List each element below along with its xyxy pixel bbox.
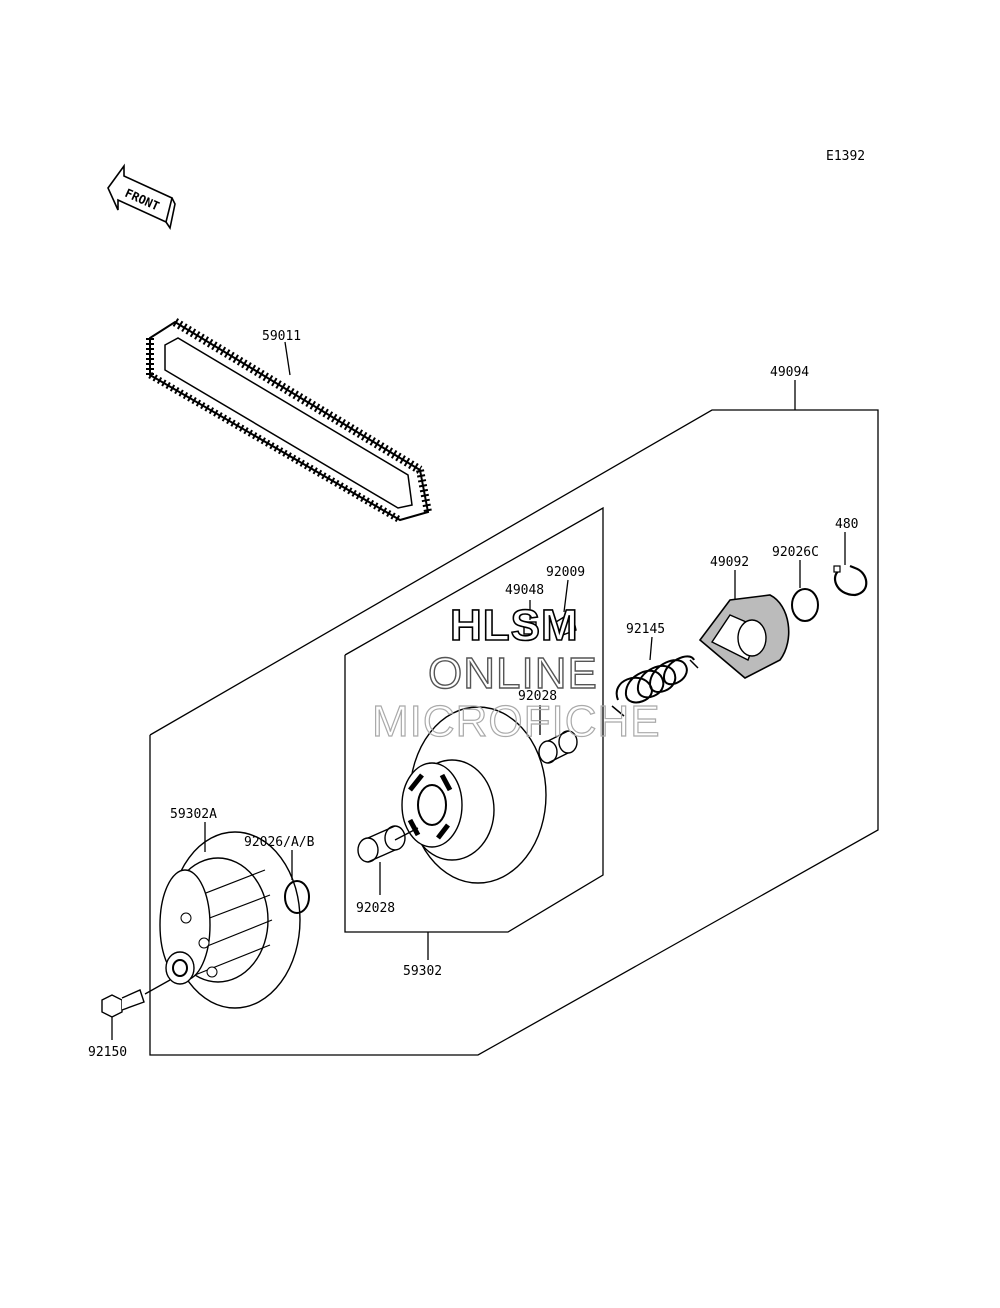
leader-92145 <box>649 636 653 661</box>
assembly-axis <box>394 827 419 841</box>
front-arrow-icon: FRONT <box>107 163 176 231</box>
flange-bolt <box>101 989 145 1018</box>
part-label-49094: 49094 <box>770 365 809 380</box>
bushing-upper <box>538 730 578 764</box>
fixed-sheave <box>159 831 301 1009</box>
o-ring-upper <box>791 588 819 622</box>
part-label-92026c: 92026C <box>772 545 819 560</box>
spring <box>611 655 699 717</box>
part-label-92028-upper: 92028 <box>518 689 557 704</box>
circlip <box>833 564 868 597</box>
part-label-92009: 92009 <box>546 565 585 580</box>
movable-sheave <box>401 706 547 884</box>
watermark-line-3: MICROFICHE <box>372 697 661 746</box>
part-label-59302: 59302 <box>403 964 442 979</box>
part-label-92026ab: 92026/A/B <box>244 835 315 850</box>
assembly-frame-59302 <box>344 506 604 933</box>
assembly-frame-49094 <box>149 409 879 1056</box>
slider-shoe <box>523 610 577 637</box>
part-label-480: 480 <box>835 517 858 532</box>
part-label-59302a: 59302A <box>170 807 217 822</box>
watermark-line-1: HLSM <box>450 601 579 650</box>
bushing-lower <box>357 825 406 863</box>
torque-cam <box>698 594 790 679</box>
part-label-49092: 49092 <box>710 555 749 570</box>
part-label-92145: 92145 <box>626 622 665 637</box>
drive-belt <box>146 318 432 524</box>
o-ring-lower <box>284 880 310 914</box>
leader-bolt-axis <box>144 979 171 995</box>
leader-92009 <box>563 579 569 613</box>
diagram-code: E1392 <box>826 149 865 164</box>
leader-59011 <box>284 341 291 376</box>
part-label-49048: 49048 <box>505 583 544 598</box>
watermark-line-2: ONLINE <box>428 649 598 698</box>
part-label-92150: 92150 <box>88 1045 127 1060</box>
part-label-92028-lower: 92028 <box>356 901 395 916</box>
part-label-59011: 59011 <box>262 329 301 344</box>
